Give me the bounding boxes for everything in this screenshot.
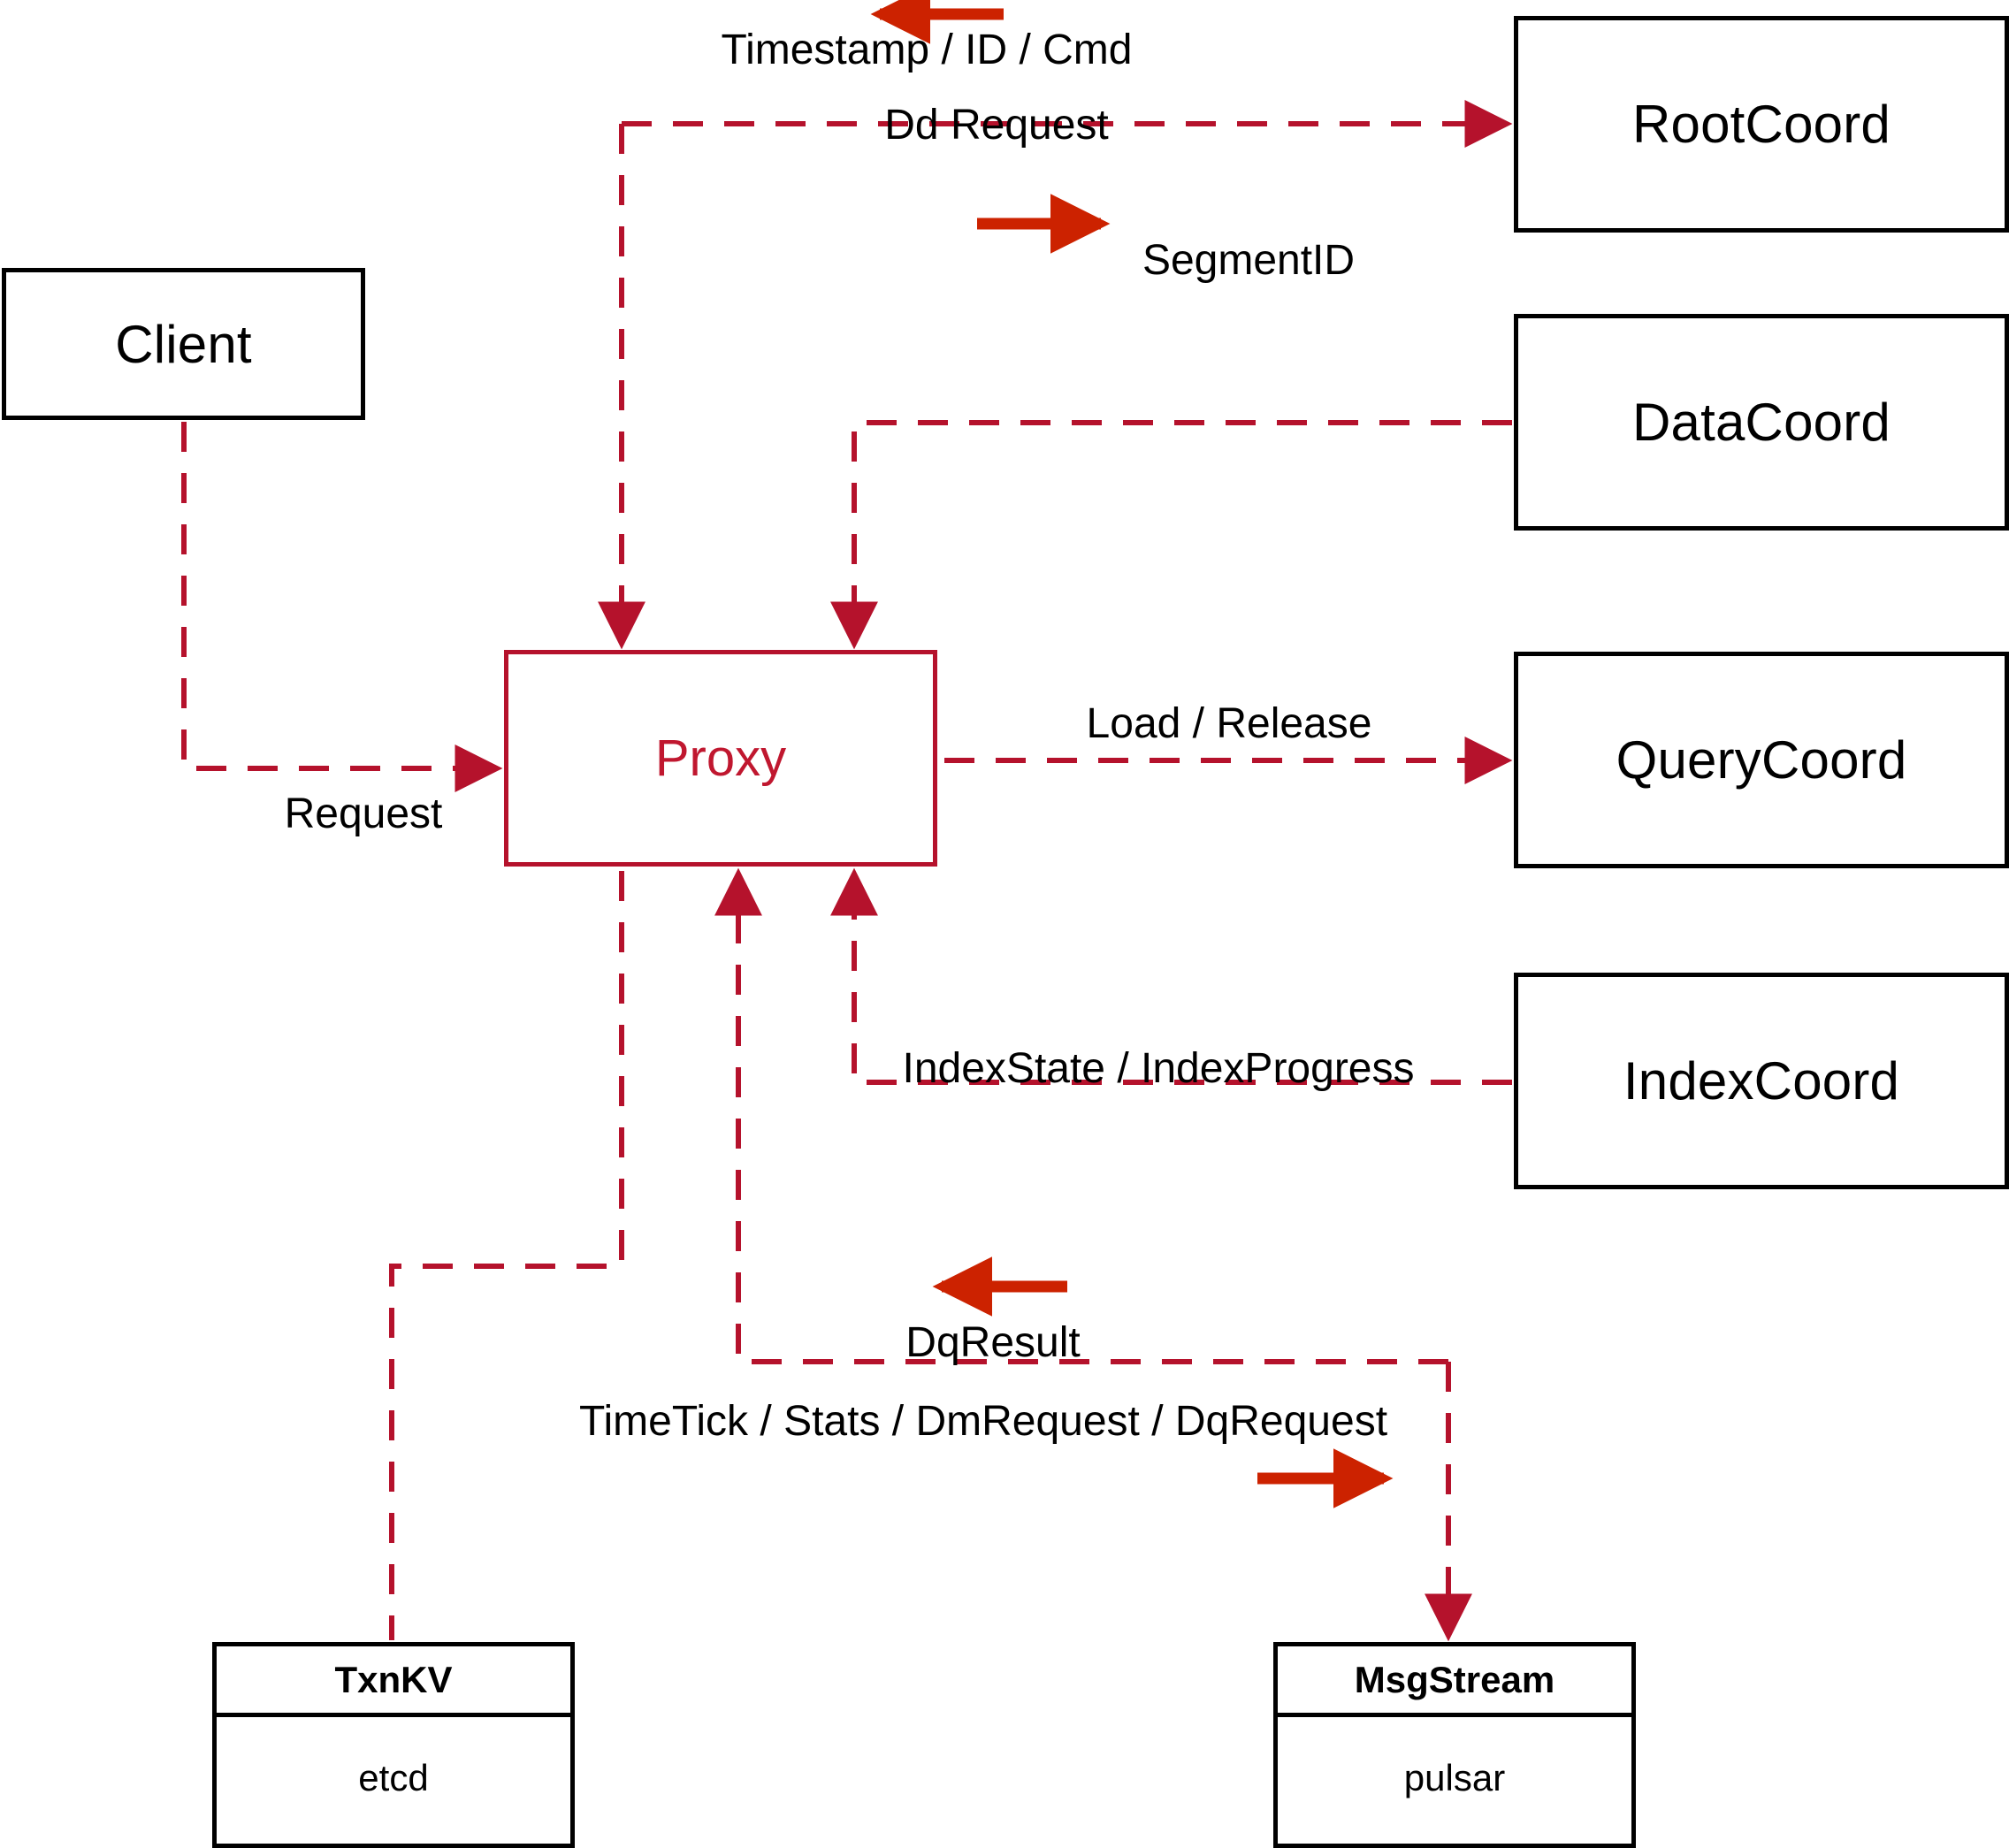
node-querycoord[interactable]: QueryCoord bbox=[1514, 652, 2009, 868]
node-indexcoord-label: IndexCoord bbox=[1623, 1051, 1900, 1111]
edge-label-timetick-stats-dmrequest-dqrequest: TimeTick / Stats / DmRequest / DqRequest bbox=[578, 1398, 1388, 1445]
node-txnkv-body: etcd bbox=[217, 1717, 570, 1839]
node-msgstream-header: MsgStream bbox=[1278, 1646, 1631, 1717]
edge-label-load-release: Load / Release bbox=[1086, 700, 1372, 747]
edge-label-timestamp-id-cmd: Timestamp / ID / Cmd bbox=[721, 27, 1133, 73]
node-proxy[interactable]: Proxy bbox=[504, 650, 937, 867]
node-client[interactable]: Client bbox=[2, 268, 365, 420]
edge-label-request: Request bbox=[284, 790, 443, 837]
node-msgstream-body-label: pulsar bbox=[1403, 1757, 1506, 1798]
edge-client-to-proxy bbox=[181, 422, 503, 792]
edge-indexcoord-to-proxy bbox=[830, 867, 1512, 1085]
node-datacoord-label: DataCoord bbox=[1632, 393, 1891, 452]
edge-label-index-state-progress: IndexState / IndexProgress bbox=[902, 1045, 1415, 1092]
node-datacoord[interactable]: DataCoord bbox=[1514, 314, 2009, 531]
node-indexcoord[interactable]: IndexCoord bbox=[1514, 973, 2009, 1189]
node-txnkv[interactable]: TxnKV etcd bbox=[212, 1642, 575, 1848]
node-txnkv-header: TxnKV bbox=[217, 1646, 570, 1717]
node-rootcoord[interactable]: RootCoord bbox=[1514, 16, 2009, 233]
node-client-label: Client bbox=[115, 314, 252, 374]
edge-label-segment-id: SegmentID bbox=[1142, 237, 1356, 284]
node-proxy-label: Proxy bbox=[654, 729, 787, 787]
node-txnkv-body-label: etcd bbox=[358, 1757, 429, 1798]
edge-label-dq-result: DqResult bbox=[905, 1319, 1081, 1366]
edge-label-dd-request: Dd Request bbox=[884, 102, 1109, 149]
node-msgstream[interactable]: MsgStream pulsar bbox=[1273, 1642, 1636, 1848]
node-rootcoord-label: RootCoord bbox=[1632, 95, 1891, 154]
node-msgstream-body: pulsar bbox=[1278, 1717, 1631, 1839]
node-msgstream-header-label: MsgStream bbox=[1354, 1658, 1555, 1700]
node-txnkv-header-label: TxnKV bbox=[334, 1658, 453, 1700]
edge-datacoord-to-proxy bbox=[830, 420, 1512, 650]
edge-msgstream-to-proxy bbox=[714, 867, 1448, 1364]
node-querycoord-label: QueryCoord bbox=[1616, 730, 1907, 790]
